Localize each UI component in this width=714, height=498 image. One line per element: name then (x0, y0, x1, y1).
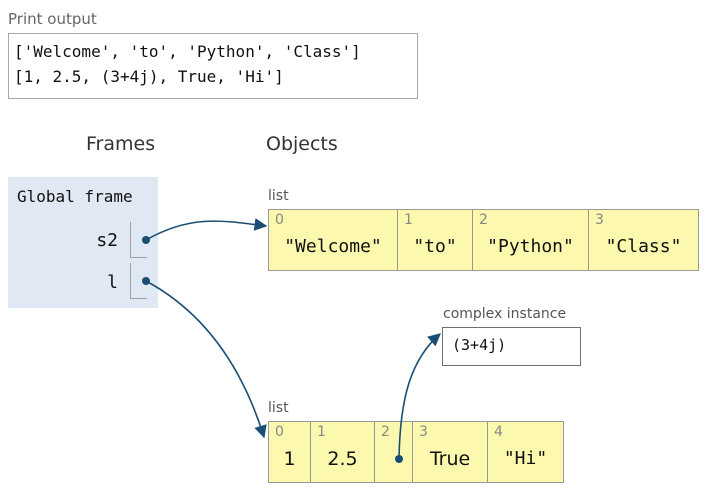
complex-value: (3+4j) (452, 336, 507, 354)
list-cell: 2 (375, 422, 413, 482)
cell-value: 2.5 (327, 448, 358, 470)
cell-index: 1 (317, 424, 326, 440)
complex-instance-box[interactable]: (3+4j) (442, 327, 581, 366)
var-slot-s2 (130, 222, 147, 258)
print-output-label: Print output (8, 10, 97, 28)
cell-index: 1 (404, 212, 413, 228)
cell-index: 2 (479, 212, 488, 228)
list-cell: 4 "Hi" (488, 422, 564, 482)
cell-value: True (429, 448, 471, 470)
cell-index: 3 (419, 424, 428, 440)
list-cell: 0 1 (268, 422, 311, 482)
cell-value: 1 (283, 448, 296, 470)
var-name-l: l (107, 272, 118, 293)
cell-value: "Python" (487, 236, 574, 257)
cell-value: "Class" (605, 236, 682, 257)
complex-type-label: complex instance (443, 306, 567, 322)
objects-heading: Objects (266, 133, 338, 155)
cell-index: 4 (494, 424, 503, 440)
list-cell: 1 "to" (398, 210, 473, 270)
global-frame (8, 177, 158, 308)
cell-value: "Hi" (503, 448, 548, 469)
cell-index: 0 (275, 212, 284, 228)
frames-heading: Frames (86, 133, 156, 155)
cell-index: 0 (275, 424, 284, 440)
list-cell: 0 "Welcome" (268, 210, 398, 270)
arrow-l-to-list (145, 280, 267, 439)
arrow-s2-to-list (145, 218, 268, 241)
print-line: [1, 2.5, (3+4j), True, 'Hi'] (14, 67, 284, 86)
cell-index: 3 (595, 212, 604, 228)
list-cell: 3 True (413, 422, 488, 482)
var-slot-l (130, 263, 147, 299)
list-object-s2[interactable]: 0 "Welcome" 1 "to" 2 "Python" 3 "Class" (268, 209, 699, 271)
print-output-box: ['Welcome', 'to', 'Python', 'Class'] [1,… (8, 33, 418, 99)
list-cell: 3 "Class" (589, 210, 699, 270)
var-name-s2: s2 (96, 230, 118, 251)
list-object-l[interactable]: 0 1 1 2.5 2 3 True 4 "Hi" (268, 421, 564, 483)
list-type-label: list (268, 188, 289, 204)
list-cell: 2 "Python" (473, 210, 589, 270)
cell-value: "to" (413, 236, 457, 257)
global-frame-title: Global frame (17, 187, 133, 206)
cell-value: "Welcome" (284, 236, 382, 257)
list-type-label: list (268, 400, 289, 416)
print-line: ['Welcome', 'to', 'Python', 'Class'] (14, 42, 361, 61)
cell-index: 2 (381, 424, 390, 440)
arrow-complex (398, 333, 441, 460)
list-cell: 1 2.5 (311, 422, 375, 482)
